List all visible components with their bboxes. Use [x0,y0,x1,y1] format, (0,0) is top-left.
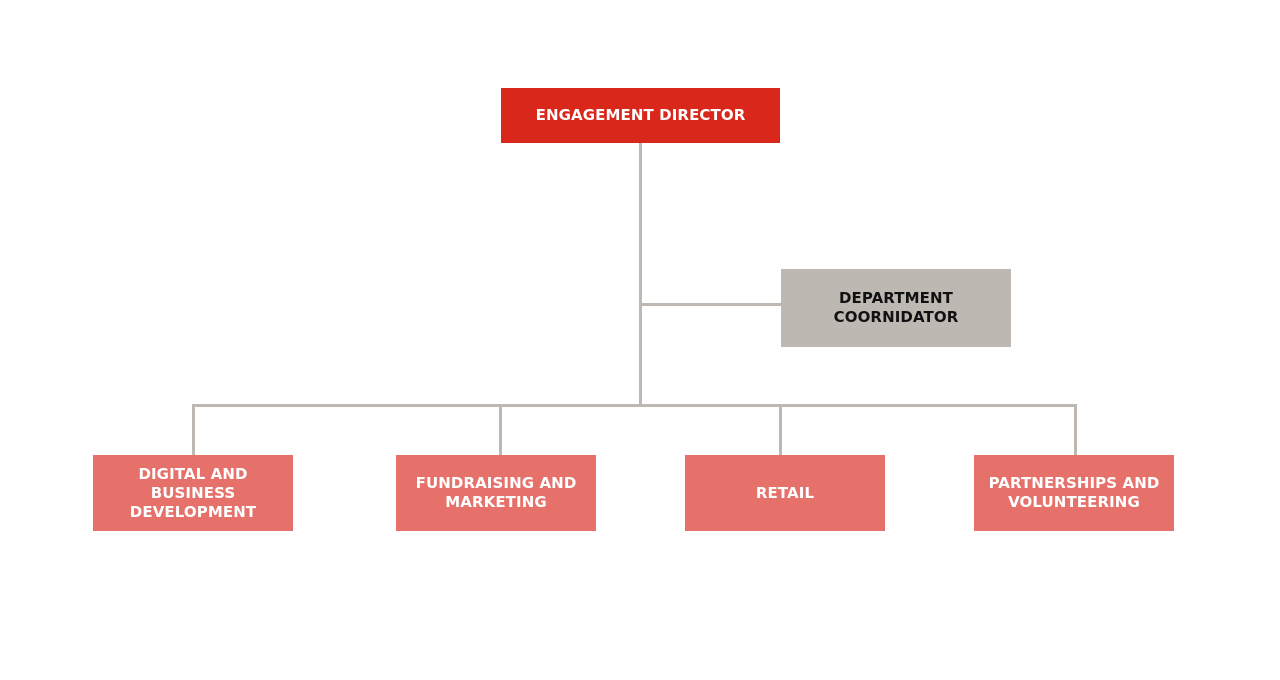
connector-dept-2 [499,404,502,455]
department-label: PARTNERSHIPS AND VOLUNTEERING [988,474,1160,511]
department-coordinator-box: DEPARTMENT COORNIDATOR [781,269,1011,347]
connector-departments-rail [192,404,1077,407]
connector-dept-3 [779,404,782,455]
department-coordinator-label: DEPARTMENT COORNIDATOR [833,289,959,326]
engagement-director-label: ENGAGEMENT DIRECTOR [535,106,746,124]
department-box-retail: RETAIL [685,455,885,531]
connector-dept-1 [192,404,195,455]
department-label: DIGITAL AND BUSINESS DEVELOPMENT [129,464,257,521]
engagement-director-box: ENGAGEMENT DIRECTOR [501,88,780,143]
department-label: FUNDRAISING AND MARKETING [415,474,577,511]
department-label: RETAIL [755,483,815,502]
connector-director-trunk [639,143,642,406]
department-box-digital: DIGITAL AND BUSINESS DEVELOPMENT [93,455,293,531]
department-box-fundraising: FUNDRAISING AND MARKETING [396,455,596,531]
connector-dept-4 [1074,404,1077,455]
department-box-partnerships: PARTNERSHIPS AND VOLUNTEERING [974,455,1174,531]
connector-coordinator-branch [641,303,781,306]
